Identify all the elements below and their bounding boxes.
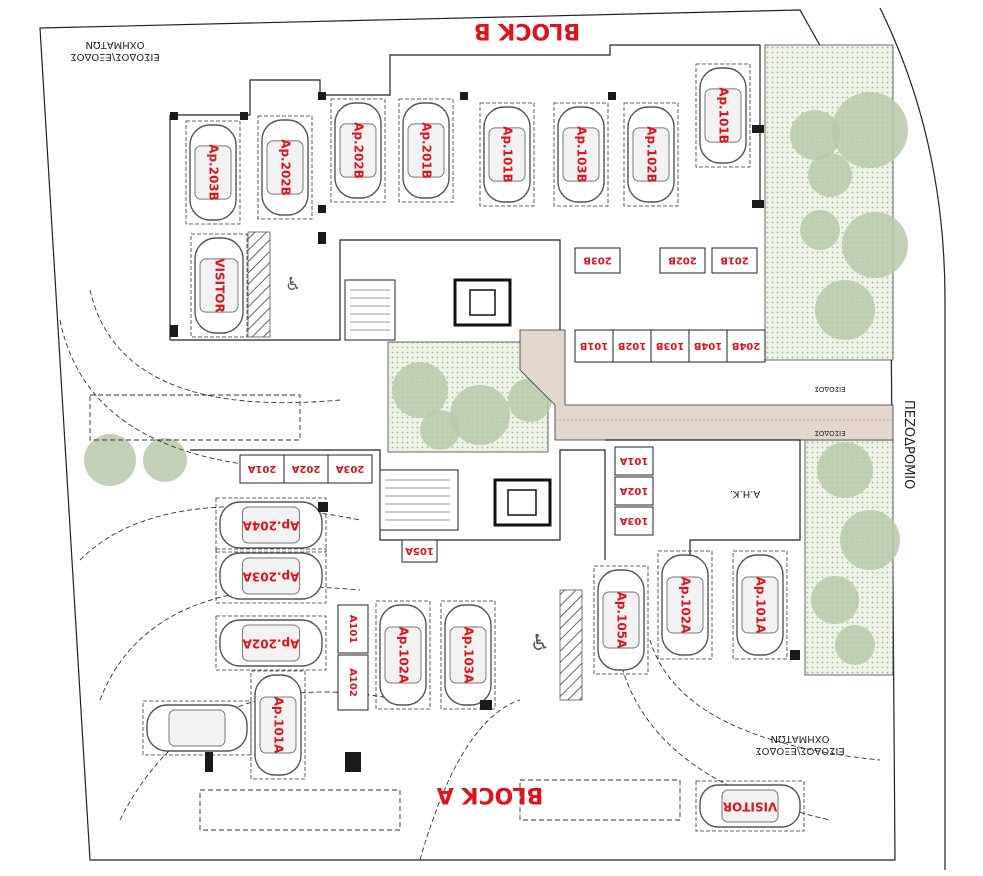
parking-bay-label: Ap.102B xyxy=(645,126,659,183)
storage-b: 203B xyxy=(574,247,621,274)
parking-bay-label: Ap.204A xyxy=(242,519,299,533)
parking-bay-b: Ap.101B xyxy=(695,63,751,168)
parking-bay-a xyxy=(142,700,252,756)
parking-bay-label: Ap.102A xyxy=(397,627,411,684)
storage-label: 203A xyxy=(335,463,364,474)
corridor xyxy=(519,329,894,441)
storage-a: 101A xyxy=(614,446,654,476)
title-block-a: BLOCK A xyxy=(437,782,544,807)
storage-label: 202B xyxy=(668,255,697,266)
parking-bay-a: Ap.105A xyxy=(593,565,649,675)
storage-label: 202A xyxy=(291,463,320,474)
parking-bay-a: Ap.101A xyxy=(732,550,788,660)
parking-bay-b: Ap.203B xyxy=(185,120,241,225)
street-curb xyxy=(879,7,946,870)
parking-bay-label: Ap.103B xyxy=(575,126,589,183)
storage-label: 104B xyxy=(694,340,723,351)
storage-b: 102B xyxy=(612,329,652,363)
storage-b: 202B xyxy=(659,247,706,274)
tree-group xyxy=(84,92,908,665)
parking-bay-b: Ap.202B xyxy=(257,115,313,220)
storage-a: 203A xyxy=(327,454,373,484)
parking-bay-label: Ap.101A xyxy=(754,577,768,634)
storage-a: 201A xyxy=(239,454,285,484)
street-label: ΠΕΖΟΔΡΟΜΙΟ xyxy=(901,400,916,489)
storage-a: 102A xyxy=(614,476,654,506)
ahk-label: Α.Η.Κ. xyxy=(730,488,760,499)
parking-bay-label: Ap.202B xyxy=(279,139,293,196)
storage-label: 101A xyxy=(619,455,648,466)
storage-a: 202A xyxy=(283,454,329,484)
parking-bay-b: Ap.102B xyxy=(623,102,679,207)
parking-bay-a: Ap.101A xyxy=(250,670,306,780)
storage-a: A102 xyxy=(337,654,369,711)
parking-bay-label: Ap.101A xyxy=(272,697,286,754)
parking-bay-a: Ap.202A xyxy=(215,615,327,671)
visitor-bay-b: VISITOR xyxy=(190,233,248,338)
title-block-b: BLOCK B xyxy=(474,18,580,43)
wheelchair-icon: ♿ xyxy=(530,631,550,656)
storage-label: 203B xyxy=(583,255,612,266)
parking-bay-a: Ap.102A xyxy=(375,600,431,710)
storage-label: 101B xyxy=(580,340,609,351)
entrance-label: ΕΙΣΟΔΟΣ\ΕΞΟΔΟΣ xyxy=(755,745,844,756)
parking-bay-a: Ap.102A xyxy=(657,550,713,660)
accessible-bay-a xyxy=(559,589,583,701)
stair-a xyxy=(379,469,459,531)
storage-b: 104B xyxy=(688,329,728,363)
parking-bay-a: Ap.204A xyxy=(215,497,327,553)
parking-bay-a: Ap.203A xyxy=(215,548,327,604)
parking-bay-label: Ap.202B xyxy=(352,122,366,179)
storage-label: A102 xyxy=(347,668,358,697)
storage-b: 204B xyxy=(726,329,766,363)
entrance-label: ΟΧΗΜΑΤΩΝ xyxy=(771,733,830,744)
entrance-label: ΕΙΣΟΔΟΣ\ΕΞΟΔΟΣ xyxy=(70,51,159,62)
entrance-label: ΟΧΗΜΑΤΩΝ xyxy=(86,39,145,50)
storage-b: 201B xyxy=(711,247,758,274)
parking-bay-label: Ap.101B xyxy=(501,126,515,183)
block-a-outline xyxy=(190,449,606,560)
parking-bay-label: Ap.103A xyxy=(462,627,476,684)
parking-bay-b: Ap.103B xyxy=(553,102,609,207)
storage-label: 204B xyxy=(732,340,761,351)
storage-label: 103A xyxy=(619,515,648,526)
wheelchair-icon: ♿ xyxy=(285,274,301,295)
parking-bay-label: Ap.203A xyxy=(242,570,299,584)
storage-a: A101 xyxy=(337,604,369,654)
storage-label: 102A xyxy=(619,485,648,496)
parking-bay-label: VISITOR xyxy=(723,800,778,814)
parking-bay-label: Ap.105A xyxy=(615,592,629,649)
parking-bay-b: Ap.101B xyxy=(479,102,535,207)
visitor-bay-a: VISITOR xyxy=(695,780,805,832)
storage-label: 201B xyxy=(720,255,749,266)
storage-a: 103A xyxy=(614,506,654,536)
storage-b: 101B xyxy=(574,329,614,363)
storage-a: 105A xyxy=(401,539,438,563)
parking-bay-b: Ap.202B xyxy=(330,98,386,203)
parking-bay-b: Ap.201B xyxy=(398,98,454,203)
entry-label: ΕΙΣΟΔΟΣ xyxy=(814,385,845,393)
columns xyxy=(170,92,800,772)
parking-bay-a: Ap.103A xyxy=(440,600,496,710)
parking-bay-label: Ap.101B xyxy=(717,87,731,144)
storage-label: 102B xyxy=(618,340,647,351)
storage-label: 105A xyxy=(405,545,434,556)
storage-label: A101 xyxy=(347,615,358,644)
entry-label: ΕΙΣΟΔΟΣ xyxy=(814,429,845,437)
parking-bay-label: Ap.102A xyxy=(679,577,693,634)
accessible-bay-b xyxy=(247,231,271,338)
parking-bay-label: Ap.201B xyxy=(420,122,434,179)
parking-bay-label: VISITOR xyxy=(213,258,227,313)
block-b-outline xyxy=(170,44,761,200)
parking-bay-label: Ap.202A xyxy=(242,637,299,651)
storage-label: 103B xyxy=(656,340,685,351)
stair-b xyxy=(344,279,396,341)
parking-bay-label: Ap.203B xyxy=(207,144,221,201)
storage-label: 201A xyxy=(247,463,276,474)
storage-b: 103B xyxy=(650,329,690,363)
